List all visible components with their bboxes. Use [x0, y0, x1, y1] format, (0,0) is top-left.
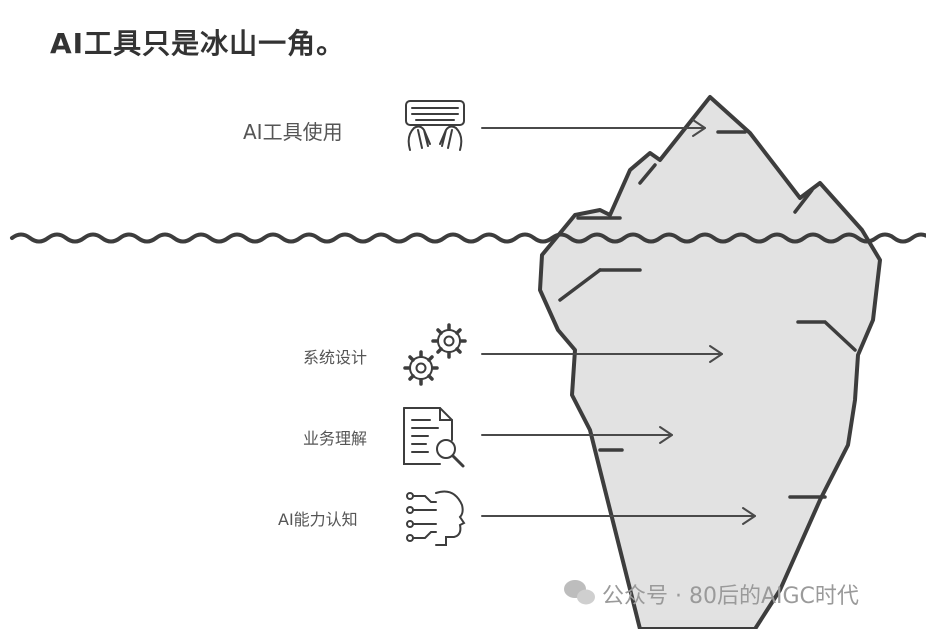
water-line: [10, 232, 926, 244]
arrow-business-understanding: [481, 426, 673, 444]
layer-label-ai-tools: AI工具使用: [243, 120, 343, 144]
arrow-system-design: [481, 345, 723, 363]
layer-label-ai-capability: AI能力认知: [278, 510, 358, 529]
iceberg-cracks: [558, 130, 857, 499]
ai-head-icon: [406, 490, 466, 546]
page-title: AI工具只是冰山一角。: [50, 27, 346, 60]
layer-label-business-understanding: 业务理解: [303, 429, 368, 448]
wechat-icon: [564, 580, 595, 605]
document-search-icon: [403, 407, 465, 468]
layer-label-system-design: 系统设计: [303, 348, 368, 367]
gears-icon: [403, 323, 467, 386]
watermark-text: 公众号 · 80后的AIGC时代: [602, 584, 859, 609]
arrow-ai-tools: [481, 119, 706, 137]
iceberg-shape: [538, 95, 882, 629]
keyboard-hands-icon: [405, 100, 465, 151]
arrow-ai-capability: [481, 507, 756, 525]
watermark: 公众号 · 80后的AIGC时代: [602, 578, 859, 610]
